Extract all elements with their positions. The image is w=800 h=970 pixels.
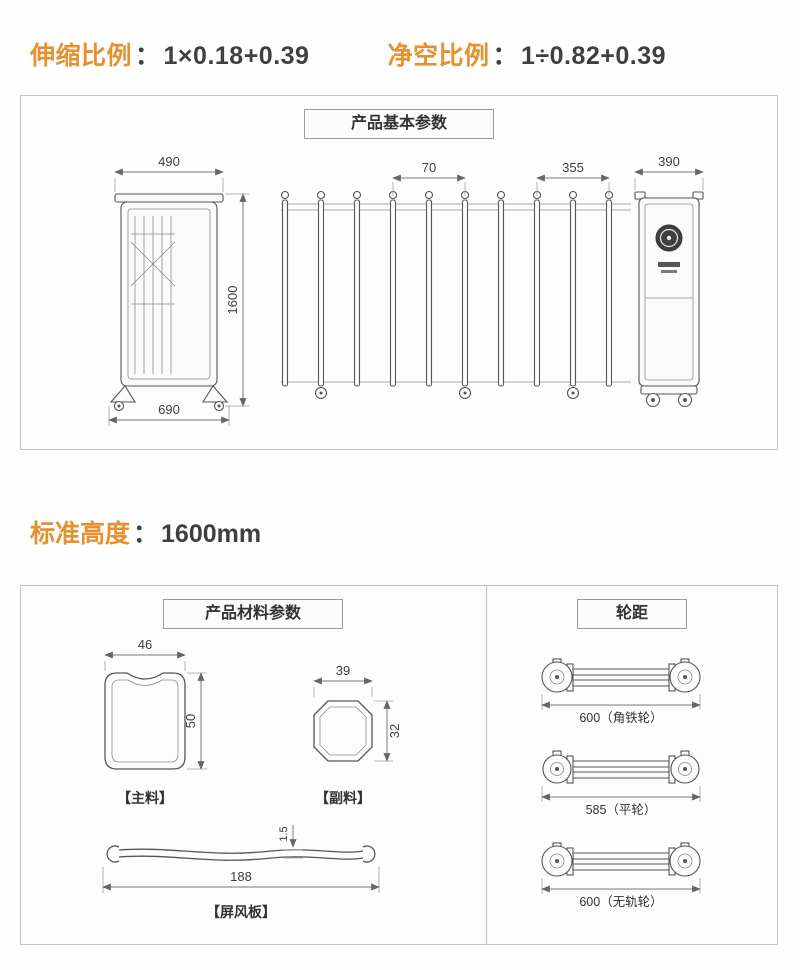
- sub-profile-drawing: 39 32 【副料】: [313, 663, 402, 806]
- dim-390-text: 390: [658, 154, 680, 169]
- wheel-spec-trackless-label: 600（无轨轮）: [579, 895, 662, 909]
- dim-fold-pitch: 70: [392, 160, 466, 196]
- dim-39-text: 39: [336, 663, 350, 678]
- gate-wheels: [314, 386, 580, 400]
- material-params-panel: 产品材料参数 轮距 46 50 【主料】: [20, 585, 778, 945]
- dim-base-width: 690: [108, 402, 230, 426]
- standard-height-colon: ：: [133, 520, 159, 548]
- main-profile-label: 【主料】: [117, 790, 173, 806]
- basic-params-panel: 产品基本参数: [20, 95, 778, 450]
- clearance-ratio: 净空比例：1÷0.82+0.39: [387, 36, 666, 72]
- dim-355-text: 355: [562, 160, 584, 175]
- expansion-ratio-value: 1×0.18+0.39: [163, 42, 310, 70]
- material-params-title: 产品材料参数: [163, 599, 343, 629]
- wheel-spec-flat-label: 585（平轮）: [586, 803, 657, 817]
- dim-188-text: 188: [230, 869, 252, 884]
- gate-pickets: [280, 190, 614, 387]
- standard-height-label: 标准高度: [30, 520, 131, 548]
- main-profile-drawing: 46 50 【主料】: [104, 637, 207, 806]
- dim-motor-post-width: 390: [634, 154, 704, 190]
- screen-panel-label: 【屏风板】: [206, 904, 276, 920]
- clearance-ratio-colon: ：: [492, 42, 518, 70]
- dim-32-text: 32: [387, 724, 402, 738]
- gate-body-drawing: [280, 190, 631, 400]
- panel-divider: [486, 586, 487, 944]
- standard-height-value: 1600mm: [161, 520, 262, 548]
- sub-profile-label: 【副料】: [315, 790, 371, 806]
- dim-70-text: 70: [422, 160, 436, 175]
- dim-1600-text: 1600: [225, 286, 240, 315]
- motor-post-drawing: [634, 191, 704, 408]
- material-technical-drawing: 46 50 【主料】 39 32 【副料】: [102, 637, 701, 920]
- dim-690-text: 690: [158, 402, 180, 417]
- ratio-row: 伸缩比例：1×0.18+0.39 净空比例：1÷0.82+0.39: [30, 36, 666, 72]
- standard-height-note: 标准高度：1600mm: [30, 514, 261, 550]
- wheel-assembly-flat: 585（平轮）: [541, 750, 701, 817]
- expansion-ratio: 伸缩比例：1×0.18+0.39: [30, 36, 309, 72]
- dim-top-width: 490: [114, 154, 224, 192]
- dim-50-text: 50: [183, 714, 198, 728]
- dim-height: 1600: [225, 193, 249, 407]
- expansion-ratio-colon: ：: [135, 42, 161, 70]
- brand-text-block: [658, 262, 680, 267]
- expansion-ratio-label: 伸缩比例: [30, 42, 133, 70]
- dim-46-text: 46: [138, 637, 152, 652]
- wheel-track-title: 轮距: [577, 599, 687, 629]
- wheel-assembly-angle-iron: 600（角铁轮）: [541, 658, 701, 725]
- dim-1-5-text: 1.5: [278, 826, 290, 841]
- wheel-spec-angle-iron-label: 600（角铁轮）: [579, 711, 662, 725]
- basic-params-title: 产品基本参数: [304, 109, 494, 139]
- screen-panel-drawing: 1.5 188 【屏风板】: [102, 825, 380, 920]
- gate-technical-drawing: 490 1600 690: [108, 154, 704, 426]
- left-post-drawing: [109, 193, 229, 412]
- dim-section-width: 355: [536, 160, 610, 196]
- clearance-ratio-label: 净空比例: [387, 42, 490, 70]
- clearance-ratio-value: 1÷0.82+0.39: [520, 42, 667, 70]
- wheel-assembly-trackless: 600（无轨轮）: [541, 842, 701, 909]
- dim-490-text: 490: [158, 154, 180, 169]
